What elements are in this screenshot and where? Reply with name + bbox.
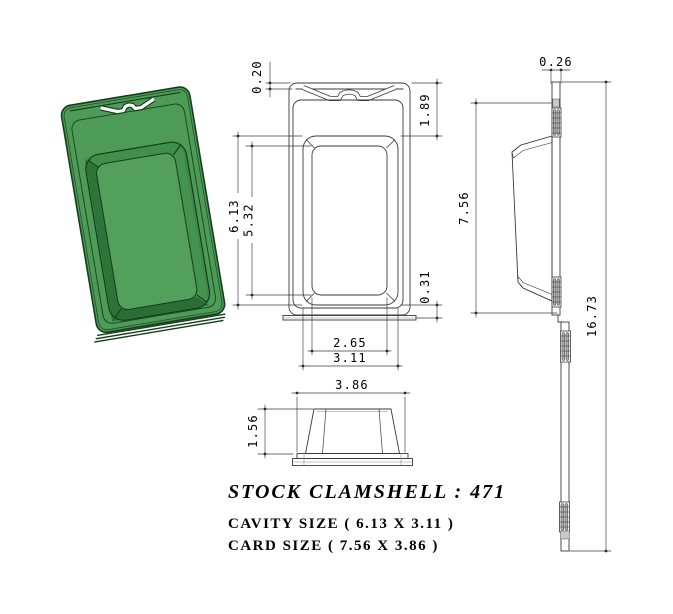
dim-label-inner-height: 5.32: [242, 203, 256, 237]
hinge-detail-top: [551, 107, 562, 138]
dim-label-bottom-margin: 0.31: [418, 270, 432, 304]
dim-text-mask: [231, 193, 244, 239]
dim-label-header-height: 1.89: [418, 93, 432, 127]
side-view: 0.26 7.56 16.73: [457, 55, 612, 553]
front-view: [282, 82, 417, 321]
dim-label-card-width: 3.86: [335, 378, 369, 392]
dim-label-cavity-height: 6.13: [227, 199, 241, 233]
dim-label-front-height: 7.56: [457, 191, 471, 225]
dim-label-total-height: 16.73: [585, 295, 599, 337]
dim-label-flange-thickness: 0.26: [539, 55, 573, 69]
cavity-outline-3d: [85, 141, 211, 321]
card-size-note: CARD SIZE ( 7.56 X 3.86 ): [228, 538, 439, 554]
dim-cavity-depth: 1.56: [246, 404, 314, 459]
corner-facet: [114, 307, 123, 319]
cavity-wall-top: [85, 141, 181, 166]
top-lip-3d: [69, 91, 181, 112]
seal-line-3d: [71, 103, 217, 324]
corner-facet: [173, 144, 182, 156]
dim-inner-width: 2.65: [307, 297, 392, 356]
dim-cavity-width: 3.11: [298, 307, 403, 371]
flange-stack-3d: [94, 313, 226, 343]
dim-card-width: 3.86: [291, 378, 411, 453]
hinge-detail-bottom: [559, 501, 570, 540]
side-card-lower: [560, 321, 570, 552]
dim-label-cavity-width: 3.11: [333, 351, 367, 365]
hang-hole: [302, 85, 396, 101]
cavity-ring: [302, 135, 399, 306]
dim-header-height: 1.89: [400, 78, 443, 141]
cavity-profile: [304, 408, 401, 454]
dim-top-lip: 0.20: [250, 60, 293, 98]
cavity-wall-left: [84, 158, 121, 322]
flange-bar-upper: [296, 453, 409, 459]
dim-label-cavity-depth: 1.56: [246, 414, 260, 448]
hinge-detail-middle-upper: [551, 276, 562, 308]
fold-step: [557, 314, 562, 323]
cavity-wall-right: [173, 142, 209, 306]
hinge-detail-middle-lower: [560, 330, 571, 363]
dim-front-height: 7.56: [457, 98, 558, 318]
front-card-outline: [288, 82, 411, 316]
dim-label-inner-width: 2.65: [333, 336, 367, 350]
corner-facet: [87, 159, 99, 168]
hang-hole-3d: [100, 97, 155, 114]
front-view-dimensions: 0.20 1.89 6.13 5.32: [227, 60, 443, 371]
dim-label-top-lip: 0.20: [250, 60, 264, 94]
cavity-window: [311, 145, 388, 296]
dim-flange-thickness: 0.26: [539, 55, 573, 84]
profile-facet-right: [378, 408, 383, 454]
cavity-corner-facets: [305, 139, 396, 302]
drawing-title: STOCK CLAMSHELL : 471: [228, 481, 507, 503]
dim-bottom-margin: 0.31: [400, 270, 443, 323]
flange-profile: [292, 453, 413, 466]
cavity-size-note: CAVITY SIZE ( 6.13 X 3.11 ): [228, 516, 455, 532]
blister-profile: [511, 135, 553, 302]
card-3d-inner-edge: [63, 89, 223, 331]
cavity-face-3d: [96, 152, 198, 310]
cavity-3d: [84, 141, 211, 322]
bottom-profile-view: 3.86 1.56: [246, 378, 413, 466]
dim-total-height: 16.73: [561, 80, 612, 553]
dim-inner-height: 5.32: [242, 141, 312, 300]
dim-text-mask: [246, 197, 259, 243]
side-top-cap: [552, 98, 560, 108]
dim-cavity-height: 6.13: [227, 131, 303, 310]
clamshell-3d-render: [60, 86, 226, 343]
seal-line: [292, 99, 404, 309]
cavity-wall-bottom: [112, 296, 209, 322]
bottom-cap: [560, 530, 570, 540]
profile-facet-left: [322, 408, 327, 454]
corner-facet: [196, 294, 208, 303]
